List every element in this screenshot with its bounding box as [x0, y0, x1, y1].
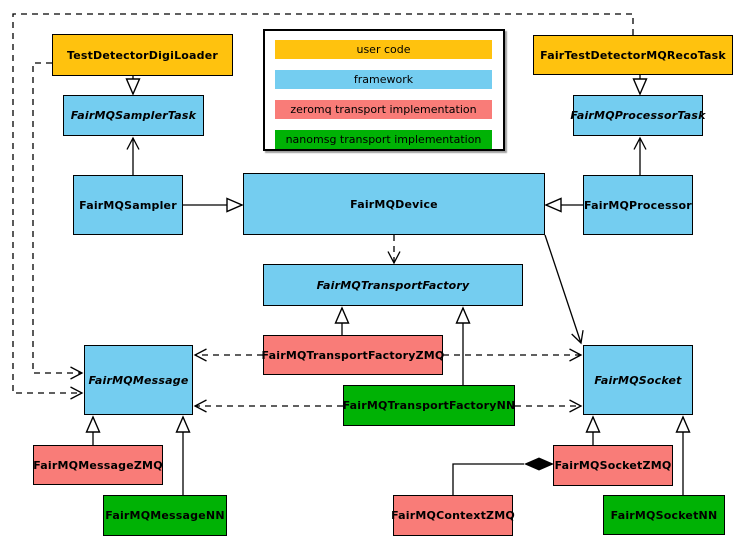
node-fairmq-transport-factory: FairMQTransportFactory — [263, 264, 523, 306]
node-fairmq-context-zmq: FairMQContextZMQ — [391, 495, 515, 536]
node-fairmq-socket-zmq: FairMQSocketZMQ — [553, 445, 673, 486]
node-fairmq-processor-task: FairMQProcessorTask — [570, 95, 705, 136]
legend-item-nanomsg: nanomsg transport implementation — [275, 130, 492, 149]
legend-label: user code — [356, 43, 411, 56]
node-fairmq-device: FairMQDevice — [243, 173, 545, 235]
node-fairmq-message-zmq: FairMQMessageZMQ — [33, 445, 163, 485]
edge-device-socket — [544, 234, 584, 345]
node-fairmq-message: FairMQMessage — [84, 345, 193, 415]
node-fairmq-transport-factory-zmq: FairMQTransportFactoryZMQ — [262, 335, 444, 375]
composition-diamond-icon — [524, 457, 554, 471]
legend-item-user-code: user code — [275, 40, 492, 59]
node-fairmq-processor: FairMQProcessor — [583, 175, 693, 235]
node-fairmq-message-nn: FairMQMessageNN — [103, 495, 227, 536]
node-test-detector-digi-loader: TestDetectorDigiLoader — [52, 34, 233, 76]
edge-loader-message — [32, 62, 84, 380]
node-fairmq-socket: FairMQSocket — [583, 345, 693, 415]
node-fairmq-transport-factory-nn: FairMQTransportFactoryNN — [343, 385, 515, 426]
legend: user code framework zeromq transport imp… — [263, 29, 505, 151]
legend-item-framework: framework — [275, 70, 492, 89]
legend-label: framework — [353, 73, 414, 86]
legend-label: zeromq transport implementation — [290, 103, 477, 116]
node-fairmq-sampler-task: FairMQSamplerTask — [63, 95, 204, 136]
edge-reco-message — [12, 13, 634, 400]
edge-contextzmq-socketzmq — [452, 457, 554, 495]
legend-label: nanomsg transport implementation — [285, 133, 482, 146]
node-fairmq-socket-nn: FairMQSocketNN — [603, 495, 725, 535]
node-fairmq-sampler: FairMQSampler — [73, 175, 183, 235]
node-fair-test-detector-mq-reco-task: FairTestDetectorMQRecoTask — [533, 35, 733, 75]
legend-item-zeromq: zeromq transport implementation — [275, 100, 492, 119]
